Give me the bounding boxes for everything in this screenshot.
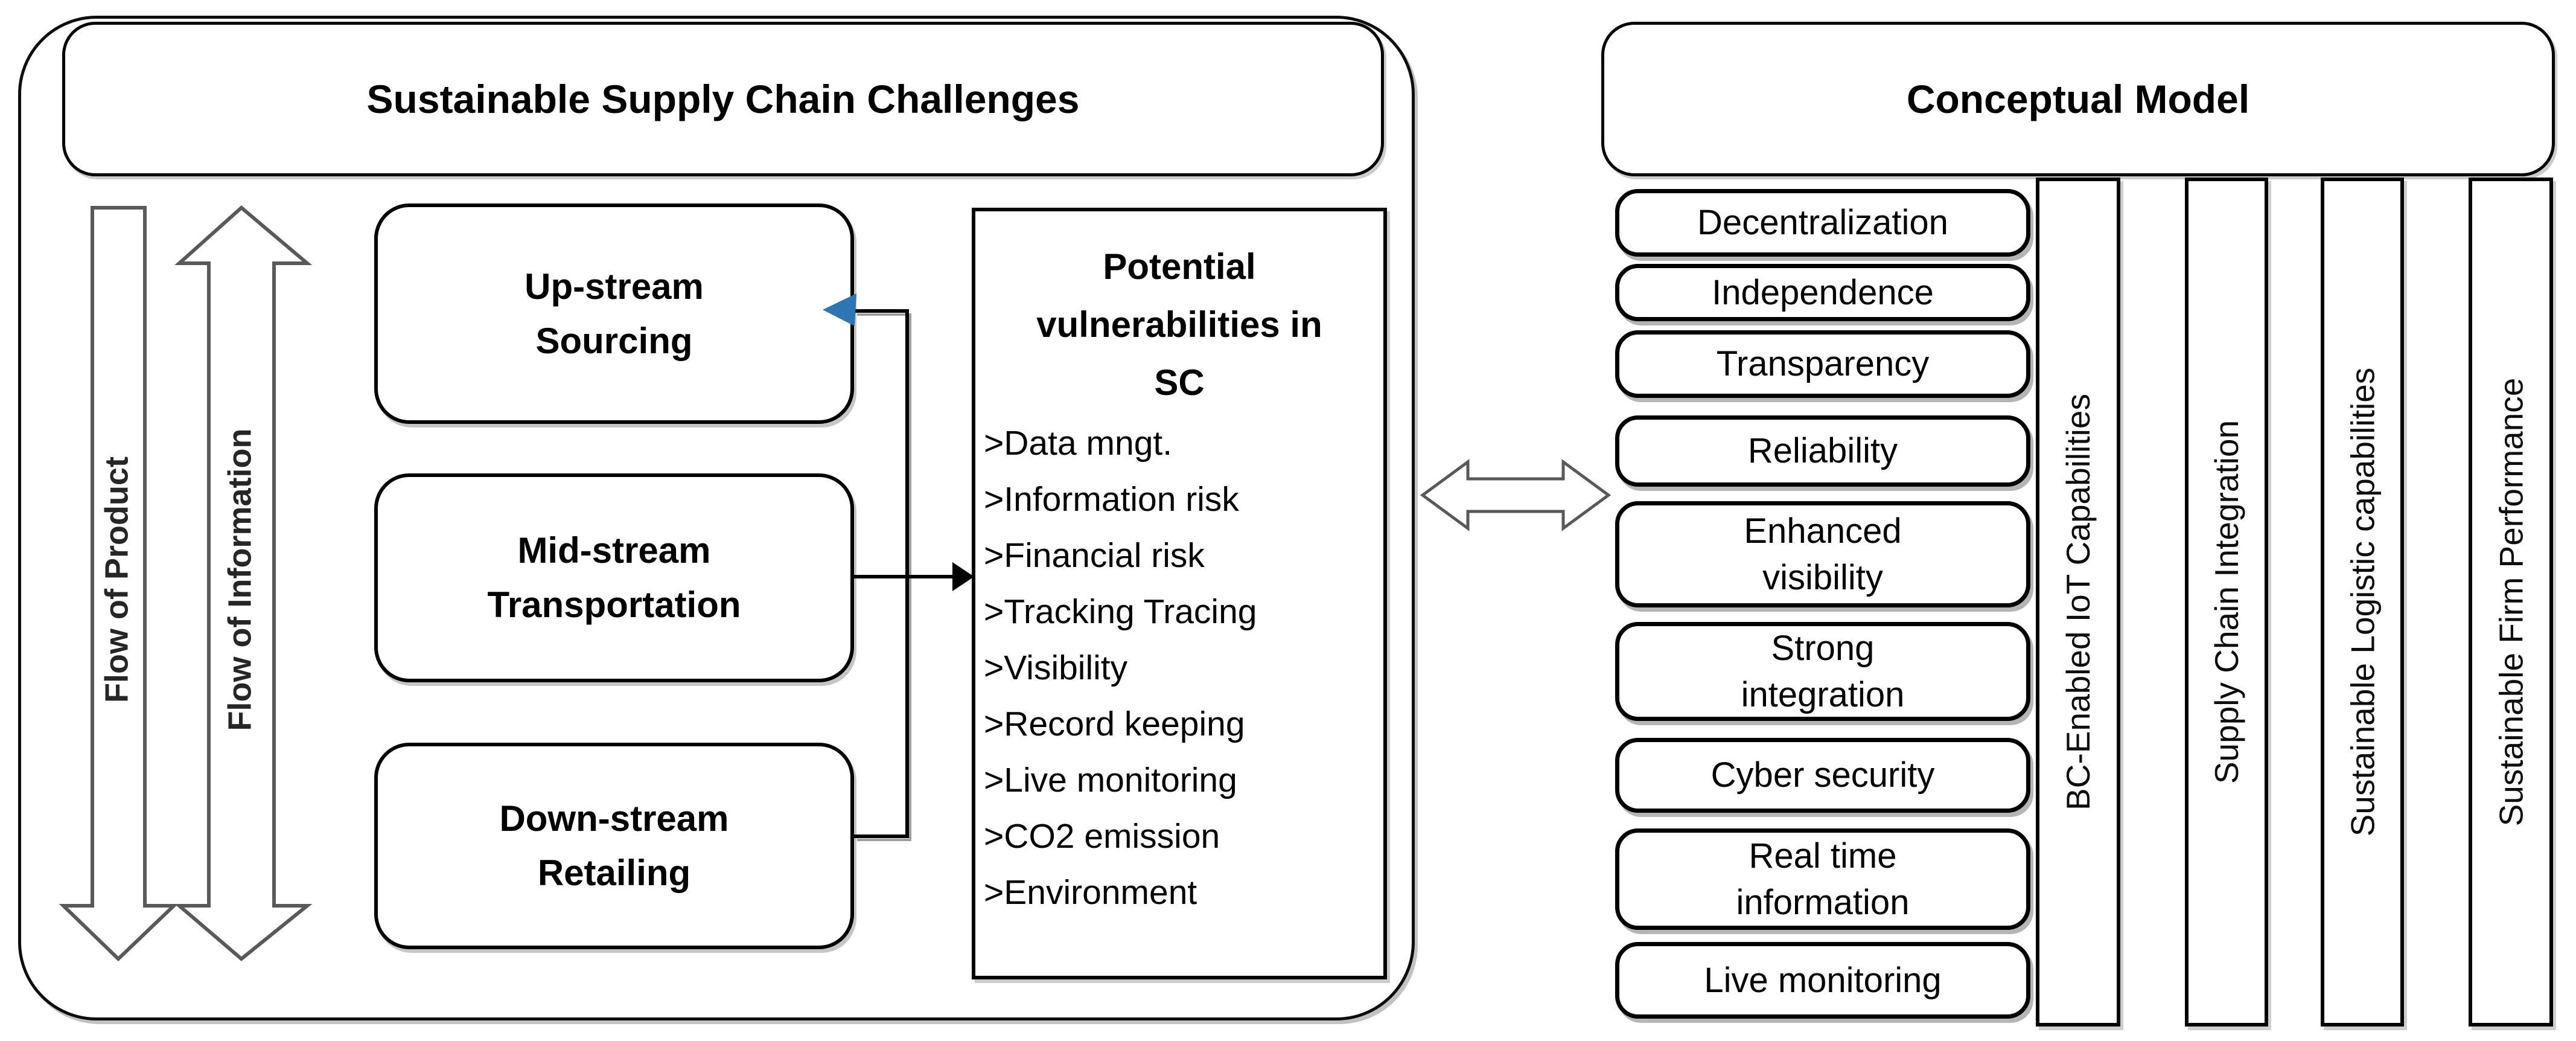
pillar-label: BC-Enabled IoT Capabilities	[2059, 394, 2097, 810]
vulnerability-item: >Information risk	[984, 480, 1239, 519]
vulnerability-item: >Record keeping	[984, 705, 1245, 743]
capability-box-strong-integration: Strong integration	[1615, 622, 2030, 721]
capability-box-live-monitoring: Live monitoring	[1615, 942, 2030, 1019]
capability-box-cyber-security: Cyber security	[1615, 738, 2030, 813]
pillar-label: Sustainable Firm Performance	[2492, 377, 2530, 827]
stage-label-midstream: Mid-stream Transportation	[487, 530, 741, 625]
capability-label: Strong integration	[1741, 628, 1905, 714]
pillar-bc-enabled-iot-capabilities: BC-Enabled IoT Capabilities	[2036, 178, 2120, 1027]
capability-label: Reliability	[1747, 431, 1898, 471]
vulnerability-item: >Tracking Tracing	[984, 592, 1257, 631]
vulnerabilities-list: >Data mngt. >Information risk >Financial…	[975, 415, 1383, 921]
stage-box-downstream: Down-stream Retailing	[374, 743, 854, 949]
capability-box-independence: Independence	[1615, 264, 2030, 321]
vulnerability-item: >Environment	[984, 873, 1197, 912]
capability-label: Transparency	[1716, 344, 1930, 384]
stage-box-midstream: Mid-stream Transportation	[374, 473, 854, 682]
vulnerabilities-box: Potential vulnerabilities in SC >Data mn…	[972, 208, 1387, 979]
challenges-panel-title: Sustainable Supply Chain Challenges	[366, 77, 1080, 121]
vulnerabilities-title: Potential vulnerabilities in SC	[1036, 246, 1322, 403]
pillar-supply-chain-integration: Supply Chain Integration	[2185, 178, 2268, 1027]
conceptual-model-title: Conceptual Model	[1906, 77, 2250, 121]
capability-box-enhanced-visibility: Enhanced visibility	[1615, 501, 2030, 607]
pillar-sustainable-logistic-capabilities: Sustainable Logistic capabilities	[2321, 178, 2404, 1027]
vulnerability-item: >Live monitoring	[984, 761, 1237, 799]
capability-label: Real time information	[1736, 836, 1910, 922]
challenges-panel-title-box: Sustainable Supply Chain Challenges	[62, 22, 1384, 176]
vulnerability-item: >Data mngt.	[984, 424, 1173, 463]
capability-box-reliability: Reliability	[1615, 415, 2030, 487]
pillar-sustainable-firm-performance: Sustainable Firm Performance	[2469, 178, 2553, 1027]
pillar-label: Sustainable Logistic capabilities	[2344, 367, 2381, 837]
stage-label-downstream: Down-stream Retailing	[499, 798, 729, 893]
conceptual-model-title-box: Conceptual Model	[1601, 22, 2555, 176]
vulnerability-item: >Visibility	[984, 649, 1128, 687]
capability-label: Independence	[1712, 272, 1934, 312]
stage-label-upstream: Up-stream Sourcing	[524, 266, 704, 361]
capability-label: Live monitoring	[1704, 960, 1942, 1000]
capability-box-transparency: Transparency	[1615, 330, 2030, 398]
stage-box-upstream: Up-stream Sourcing	[374, 203, 854, 424]
capability-box-decentralization: Decentralization	[1615, 189, 2030, 257]
capability-label: Cyber security	[1710, 755, 1935, 795]
capability-box-real-time-information: Real time information	[1615, 828, 2030, 930]
panels-link-double-arrow	[1420, 459, 1612, 531]
capability-label: Decentralization	[1697, 203, 1948, 243]
capability-label: Enhanced visibility	[1744, 511, 1902, 597]
vulnerability-item: >Financial risk	[984, 536, 1205, 575]
vulnerability-item: >CO2 emission	[984, 817, 1220, 856]
pillar-label: Supply Chain Integration	[2208, 420, 2245, 784]
